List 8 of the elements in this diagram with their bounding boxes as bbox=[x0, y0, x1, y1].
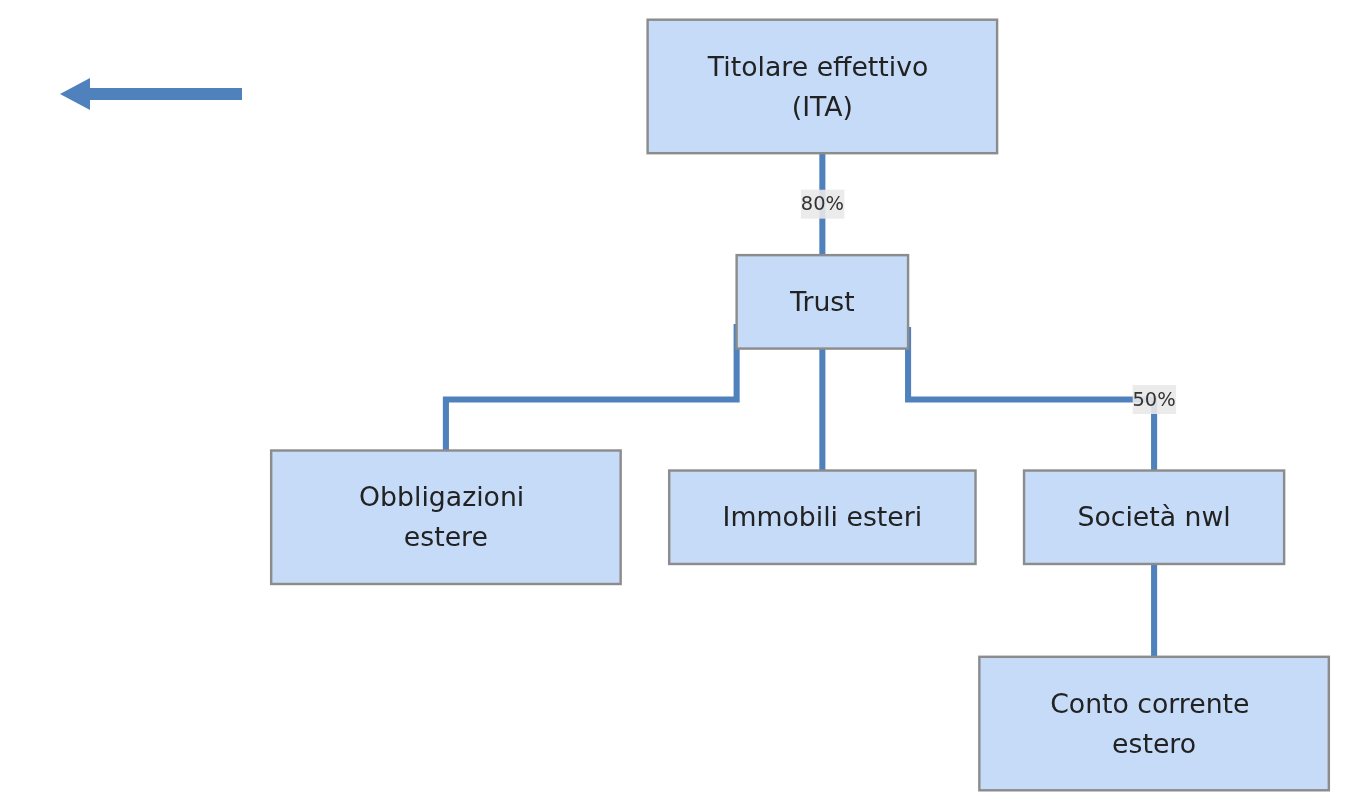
node-box: Società nwl bbox=[1022, 469, 1286, 566]
node-box: Trust bbox=[735, 253, 910, 350]
node-box: Conto corrente estero bbox=[978, 655, 1331, 792]
edge-label: 50% bbox=[1132, 387, 1176, 411]
node-box: Titolare effettivo (ITA) bbox=[646, 18, 999, 155]
node-box: Obbligazioni estere bbox=[269, 449, 622, 586]
node-box: Immobili esteri bbox=[667, 469, 977, 566]
edge-label: 80% bbox=[800, 192, 844, 216]
